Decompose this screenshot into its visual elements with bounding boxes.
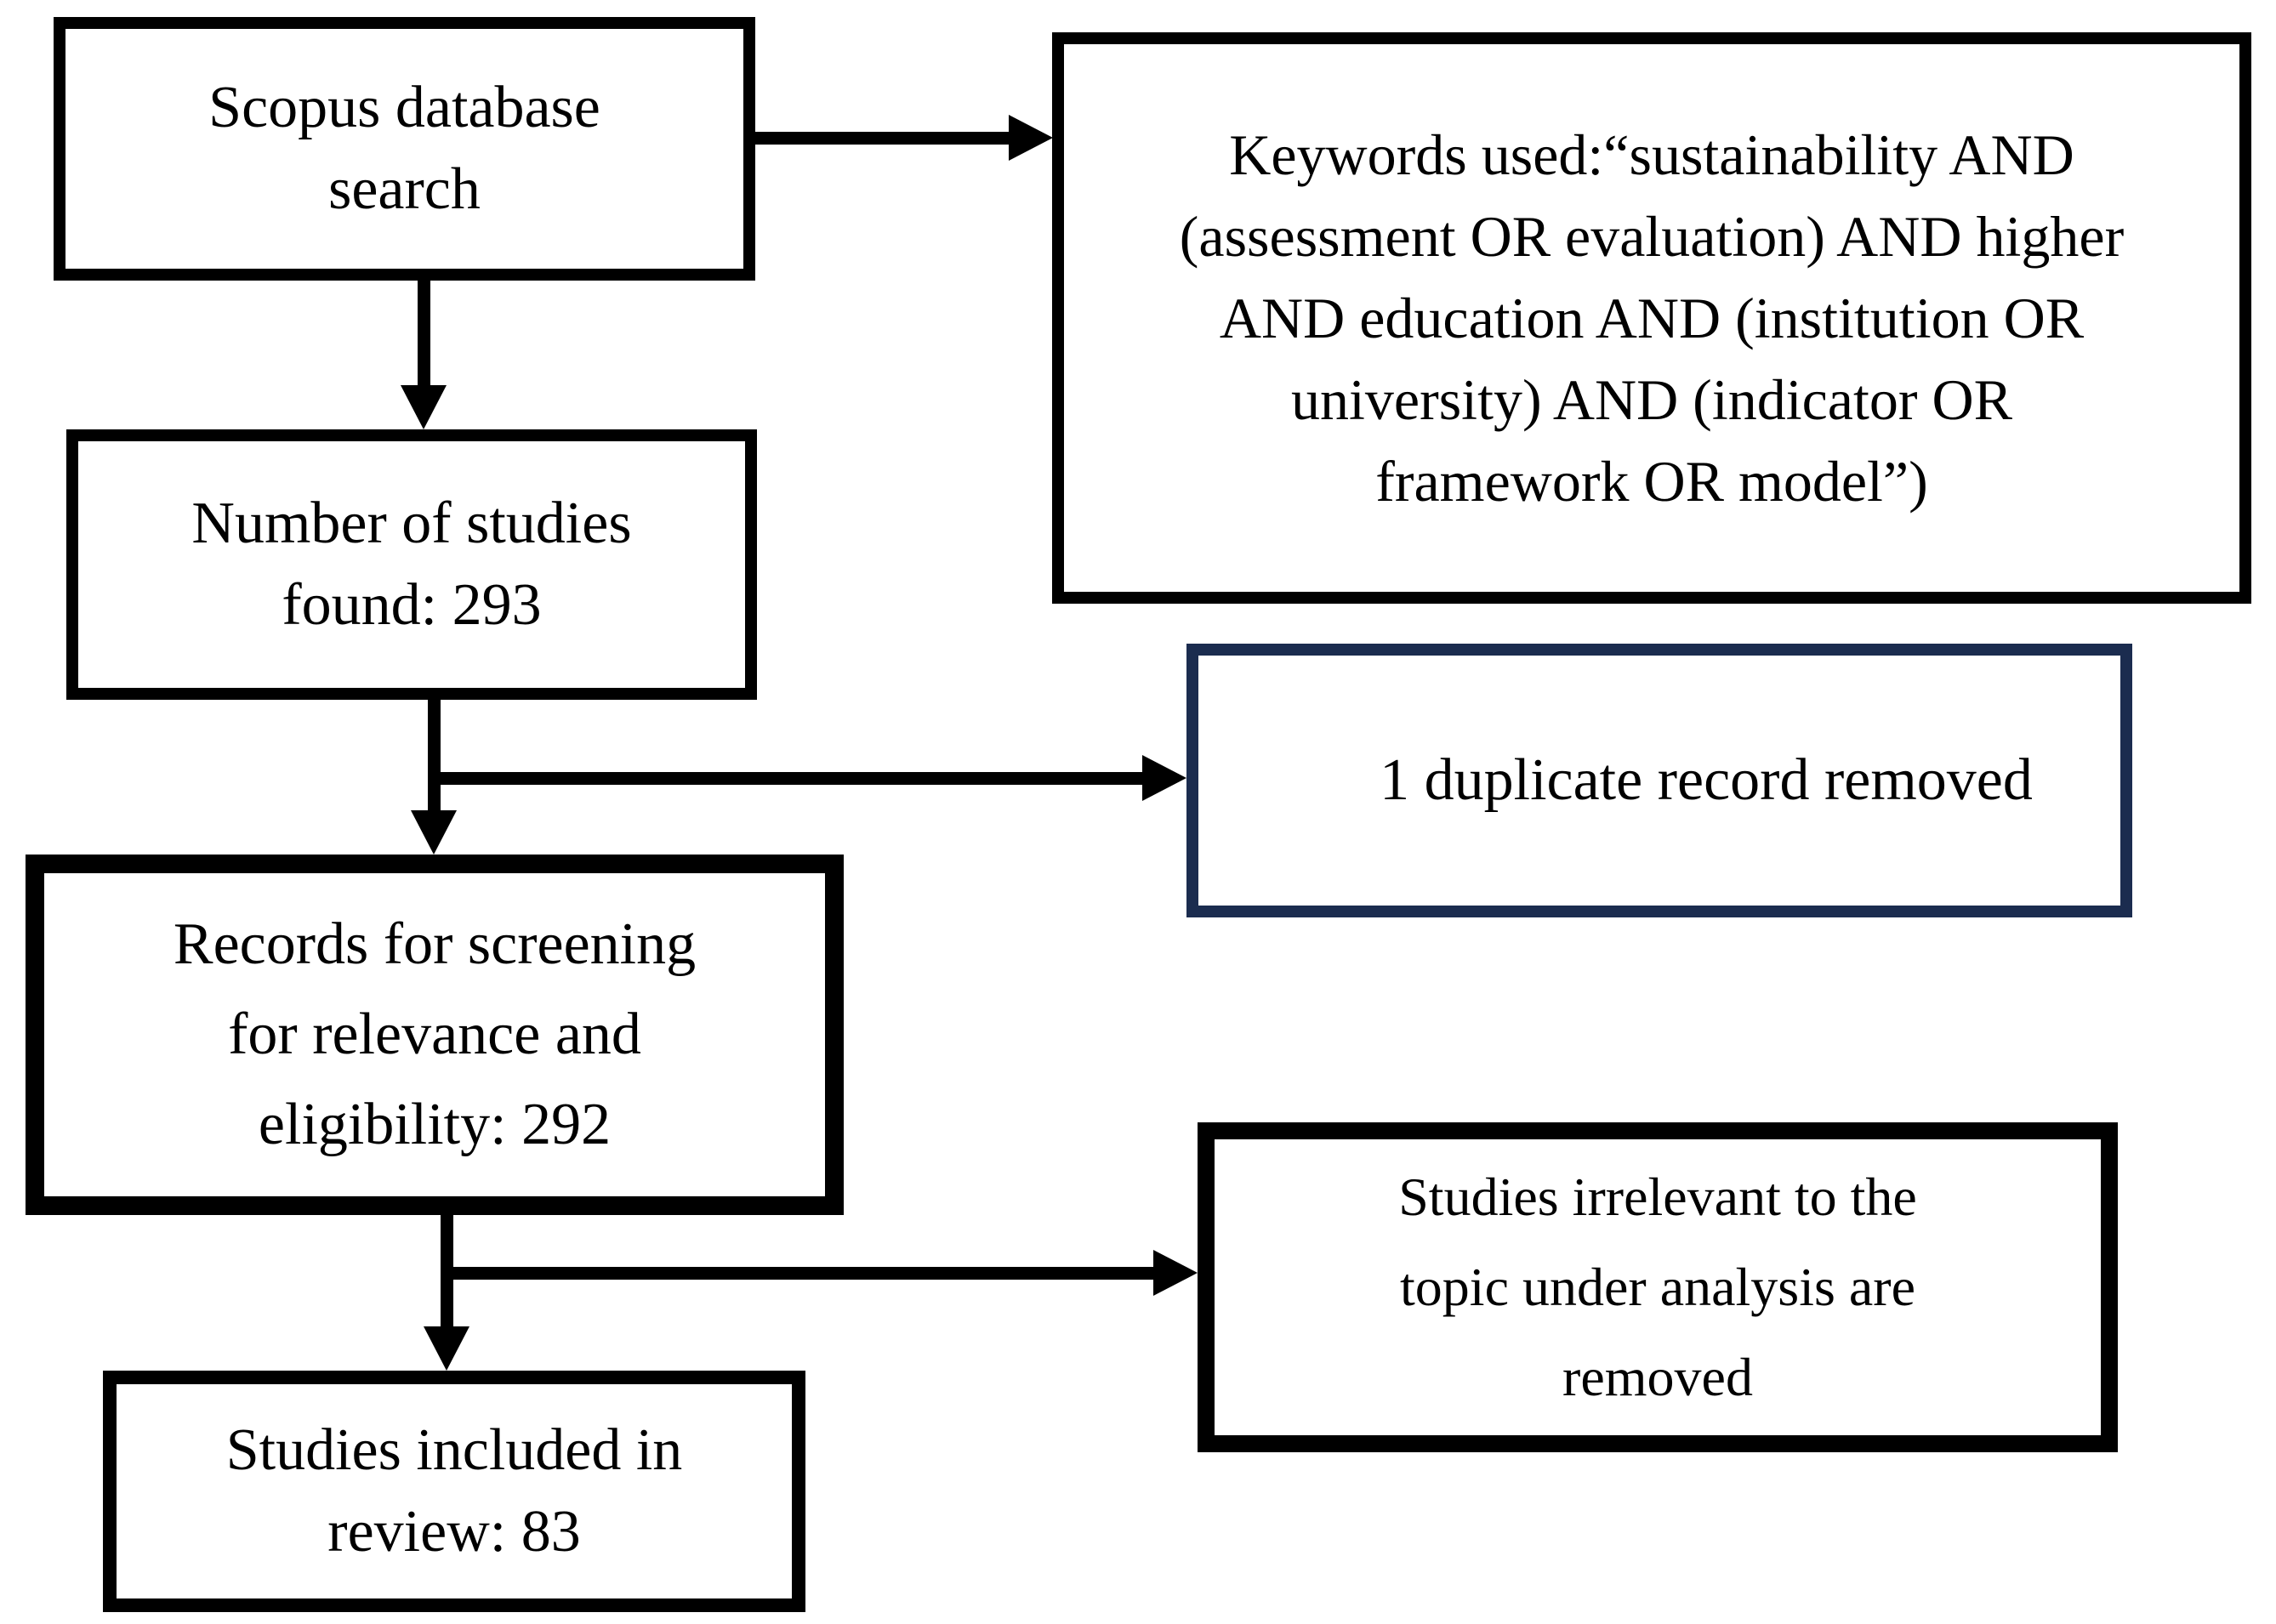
arrow-found-to-duplicate-shaft (428, 772, 1144, 785)
keywords-box: Keywords used:“sustainability AND (asses… (1052, 32, 2251, 604)
included-in-review-label: Studies included in review: 83 (225, 1417, 683, 1564)
irrelevant-removed-box: Studies irrelevant to the topic under an… (1198, 1122, 2118, 1452)
duplicate-removed-box: 1 duplicate record removed (1186, 644, 2132, 917)
arrow-found-to-screening-shaft (428, 700, 441, 812)
arrow-found-to-screening-head-icon (411, 810, 457, 855)
studies-found-label: Number of studies found: 293 (191, 491, 632, 638)
records-screening-label: Records for screening for relevance and … (173, 911, 697, 1157)
scopus-search-label: Scopus database search (208, 75, 600, 222)
arrow-scopus-to-found-shaft (418, 281, 430, 387)
arrow-screening-to-included-head-icon (424, 1326, 469, 1371)
records-screening-box: Records for screening for relevance and … (26, 855, 844, 1215)
arrow-found-to-duplicate-head-icon (1142, 755, 1186, 801)
studies-found-box: Number of studies found: 293 (66, 429, 757, 700)
scopus-search-box: Scopus database search (54, 17, 755, 281)
included-in-review-box: Studies included in review: 83 (103, 1371, 805, 1612)
arrow-scopus-to-keywords-shaft (755, 132, 1010, 145)
keywords-label: Keywords used:“sustainability AND (asses… (1179, 122, 2125, 514)
arrow-screening-to-irrelevant-shaft (441, 1267, 1155, 1280)
arrow-scopus-to-keywords-head-icon (1009, 115, 1053, 161)
irrelevant-removed-label: Studies irrelevant to the topic under an… (1398, 1167, 1917, 1407)
arrow-scopus-to-found-head-icon (401, 385, 447, 429)
duplicate-removed-label: 1 duplicate record removed (1380, 747, 2033, 813)
arrow-screening-to-irrelevant-head-icon (1153, 1250, 1198, 1296)
